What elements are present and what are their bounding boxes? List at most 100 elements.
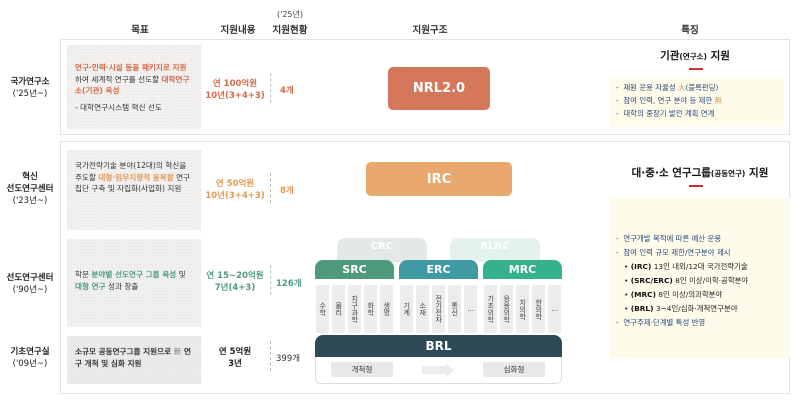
subitem-key: (MRC) — [630, 290, 656, 299]
support-leading-center: 연 15~20억원 7년(4+3) — [202, 270, 268, 294]
divider — [270, 341, 271, 371]
header-goal: 목표 — [131, 25, 149, 36]
goal-note: - 대학연구시스템 혁신 선도 — [75, 102, 162, 112]
divider — [270, 265, 271, 295]
goal-text: 연구 개척 및 심화 지원 — [75, 347, 191, 368]
goal-text: 및 — [176, 270, 186, 279]
goal-text: 新 — [173, 347, 182, 356]
item-tail: (블록펀딩) — [685, 83, 719, 92]
feature-item: - 대학의 중장기 발전 계획 연계 — [616, 109, 715, 118]
field-cell: 기초의학 — [484, 285, 497, 333]
subitem-text: 3~4인/심화·개척연구분야 — [653, 304, 738, 313]
support-period: 3년 — [228, 359, 242, 369]
feature-subitem: • (IRC) 13인 내외/12대 국가전략기술 — [624, 262, 748, 271]
item-text: 재원 운용 자율성 — [623, 83, 679, 92]
title-underline — [689, 68, 703, 70]
row-label-leading-center: 선도연구센터 ('90년~) — [0, 272, 60, 296]
feature-subitem: • (MRC) 8인 이상/의과학분야 — [624, 290, 723, 299]
item-text: 참여 인력 규모 제한/연구분야 제시 — [623, 248, 731, 257]
feature-subitem: • (BRL) 3~4인/심화·개척연구분야 — [624, 304, 738, 313]
support-amount: 연 100억원 — [212, 79, 258, 89]
ghost-rlrc: RLRC — [450, 238, 540, 262]
goal-highlight: 지원 — [172, 63, 187, 72]
subitem-key: (BRL) — [630, 304, 654, 313]
row-label-line: ('25년~) — [12, 89, 48, 99]
feature-item: - 연구주제·단계별 특성 반영 — [616, 318, 706, 327]
item-mark: 大 — [678, 83, 686, 92]
row-label-line: 선도연구센터 — [6, 184, 54, 194]
feature-list-institution: - 재원 운용 자율성 大(블록펀딩) - 참여 인력, 연구 분야 등 제한 … — [610, 77, 784, 127]
feature-subitem: • (SRC/ERC) 8인 이상/이학·공학분야 — [624, 276, 749, 285]
feature-item: - 재원 운용 자율성 大(블록펀딩) — [616, 83, 719, 92]
goal-basic-lab: 소규모 공동연구그룹 지원으로 新 연구 개척 및 심화 지원 — [67, 336, 201, 384]
count-basic-lab: 399개 — [276, 354, 301, 364]
header-status-year: ('25년) — [277, 10, 303, 19]
support-amount: 연 50억원 — [215, 179, 255, 189]
feature-item: - 참여 인력 규모 제한/연구분야 제시 — [616, 248, 731, 257]
feature-list-group: - 연구개발 목적에 따른 예산 운용 - 참여 인력 규모 제한/연구분야 제… — [610, 198, 790, 358]
field-cell: 화학 — [364, 285, 377, 333]
item-mark: 無 — [714, 96, 723, 105]
goal-text: 학문 — [75, 270, 92, 279]
title-text: 기관 — [660, 50, 680, 62]
item-text: 연구주제·단계별 특성 반영 — [623, 318, 706, 327]
field-cell: 지구과학 — [348, 285, 361, 333]
title-underline — [689, 185, 703, 187]
goal-text: 성과 창출 — [105, 281, 139, 291]
field-cell: 통신 — [448, 285, 461, 333]
row-label-line: ('23년~) — [12, 196, 48, 206]
goal-highlight: 대학연구소(기관) 육성 — [75, 74, 190, 96]
goal-text: 국가전략기술 분야(12대)의 혁신을 주도할 — [75, 161, 187, 182]
field-cell: 전기전자 — [432, 285, 445, 333]
item-text: 연구개발 목적에 따른 예산 운용 — [623, 234, 722, 243]
field-cell: 한의학 — [532, 285, 545, 333]
subitem-key: (SRC/ERC) — [630, 276, 673, 285]
title-text: 지원 — [706, 50, 730, 62]
item-text: 참여 인력, 연구 분야 등 제한 — [623, 96, 715, 105]
field-cell: … — [464, 285, 477, 333]
goal-text: 하여 세계적 연구를 선도할 — [75, 74, 162, 84]
feature-title-institution: 기관(연구소) 지원 — [610, 48, 780, 63]
goal-text: 소규모 공동연구그룹 지원으로 — [75, 347, 174, 356]
count-innovation-center: 8개 — [280, 186, 294, 196]
group-erc: ERC — [399, 260, 478, 279]
row-label-line: 혁신 — [22, 172, 38, 182]
count-leading-center: 126개 — [276, 279, 302, 289]
feature-item: - 참여 인력, 연구 분야 등 제한 無 — [616, 96, 723, 105]
row-label-national-lab: 국가연구소 ('25년~) — [0, 76, 60, 100]
goal-highlight: 대형·임무지향적 융복합 — [98, 172, 174, 182]
support-period: 7년(4+3) — [214, 283, 256, 293]
field-cell: 수학 — [316, 285, 329, 333]
row-label-line: ('90년~) — [12, 285, 48, 295]
support-amount: 연 5억원 — [218, 347, 252, 357]
support-period: 10년(3+4+3) — [205, 191, 265, 201]
goal-national-lab: 연구·인력·시설 등을 패키지로 지원하여 세계적 연구를 선도할 대학연구소(… — [67, 45, 201, 129]
group-mrc: MRC — [483, 260, 562, 279]
subitem-text: 13인 내외/12대 국가전략기술 — [651, 262, 748, 271]
field-cell: … — [548, 285, 561, 333]
ghost-crc: CRC — [337, 238, 427, 262]
field-cell: 기계 — [400, 285, 413, 333]
field-cell: 생명 — [380, 285, 393, 333]
field-cell: 물리 — [332, 285, 345, 333]
header-support: 지원내용 — [220, 25, 256, 36]
feature-title-group: 대·중·소 연구그룹(공동연구) 지원 — [610, 165, 790, 180]
row-label-innovation-center: 혁신 선도연구센터 ('23년~) — [0, 171, 60, 207]
goal-leading-center: 학문 분야별 선도연구 그룹 육성 및 대형 연구 성과 창출 — [67, 239, 201, 327]
row-label-line: 국가연구소 — [10, 77, 50, 87]
title-text: 대·중·소 연구그룹 — [631, 167, 711, 179]
block-irc: IRC — [366, 162, 512, 196]
title-text: 지원 — [745, 167, 769, 179]
title-small: (공동연구) — [710, 169, 746, 178]
brl-stage-deepen: 심화형 — [483, 362, 545, 377]
row-label-line: 선도연구센터 — [6, 273, 54, 283]
subitem-key: (IRC) — [630, 262, 652, 271]
divider — [270, 173, 271, 203]
support-innovation-center: 연 50억원 10년(3+4+3) — [202, 178, 268, 202]
title-small: (연구소) — [679, 52, 707, 61]
row-label-line: ('09년~) — [12, 359, 48, 369]
subitem-text: 8인 이상/의과학분야 — [655, 290, 723, 299]
field-cell: 응용의학 — [500, 285, 513, 333]
header-structure: 지원구조 — [412, 25, 448, 36]
